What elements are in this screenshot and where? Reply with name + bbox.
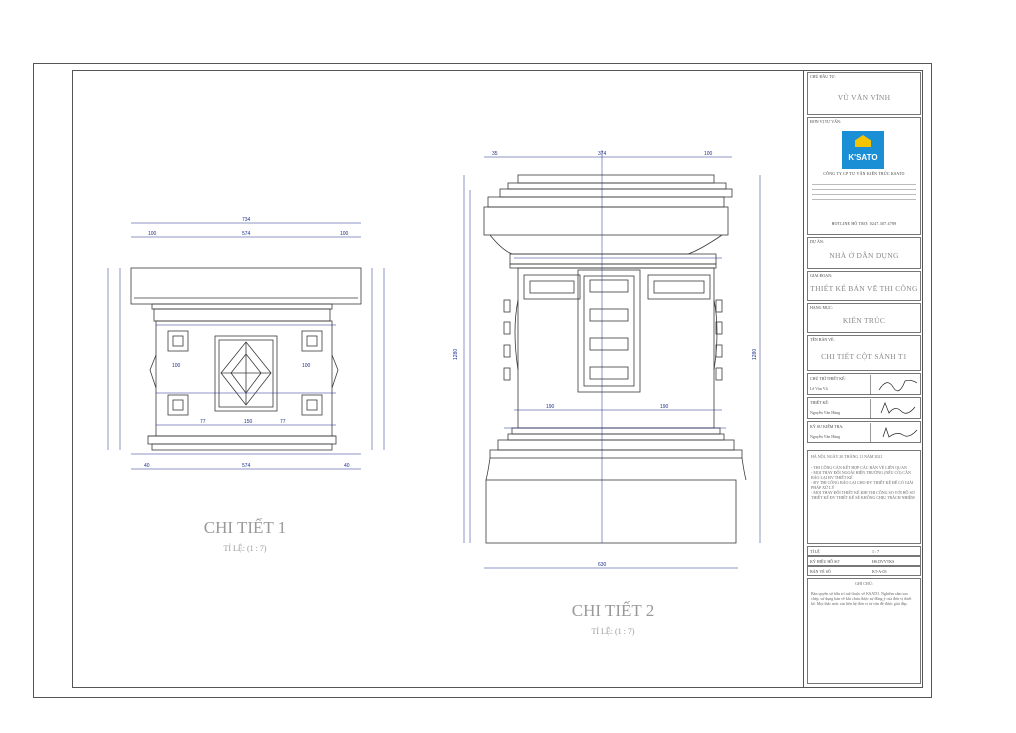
svg-text:190: 190 xyxy=(660,404,669,410)
svg-text:35: 35 xyxy=(492,151,498,157)
dimension-labels: 734 100 574 100 574 40 40 100 100 150 77 77 374… xyxy=(144,151,758,568)
detail-2-scale: TỈ LỆ: (1 : 7) xyxy=(591,627,635,636)
signature-image xyxy=(870,399,916,418)
design-unit-label: ĐƠN VỊ TƯ VẤN: xyxy=(810,119,841,124)
svg-text:1280: 1280 xyxy=(752,349,758,360)
svg-text:574: 574 xyxy=(242,231,251,237)
owner-cell: CHỦ ĐẦU TƯ: VŨ VĂN VĨNH xyxy=(807,72,921,115)
company-name: CÔNG TY CP TƯ VẤN KIẾN TRÚC KSATO xyxy=(823,172,905,176)
signature-row: KỸ SƯ KIỂM TRA: Nguyễn Văn Hùng xyxy=(807,421,921,443)
svg-text:150: 150 xyxy=(244,419,253,425)
svg-text:100: 100 xyxy=(704,151,713,157)
svg-text:100: 100 xyxy=(172,363,181,369)
svg-text:40: 40 xyxy=(144,463,150,469)
hotline: HOTLINE HỖ TRỢ: 0247.307.4789 xyxy=(831,222,897,226)
design-unit-cell: ĐƠN VỊ TƯ VẤN: K'SATO CÔNG TY CP TƯ VẤN … xyxy=(807,117,921,235)
drawing-no-row: KÝ HIỆU HỒ SƠ HS.DVVTKS xyxy=(807,556,921,566)
signature-row: THIẾT KẾ: Nguyễn Văn Hùng xyxy=(807,397,921,419)
detail-2-dimensions xyxy=(463,150,761,569)
phase-name: THIẾT KẾ BẢN VẼ THI CÔNG xyxy=(810,284,918,293)
signature-image xyxy=(870,375,918,394)
remarks-cell: GHI CHÚ: Bản quyền sở hữu trí tuệ thuộc … xyxy=(807,578,921,684)
detail-1-title: CHI TIẾT 1 xyxy=(203,518,287,537)
signature-image xyxy=(870,423,918,442)
remarks-label: GHI CHÚ: xyxy=(855,581,873,586)
company-address-lines xyxy=(812,180,916,210)
remarks-text: Bản quyền sở hữu trí tuệ thuộc về KSATO.… xyxy=(811,591,912,606)
owner-name: VŨ VĂN VĨNH xyxy=(837,93,891,102)
detail-2-elevation xyxy=(483,174,747,544)
drawing-name: CHI TIẾT CỘT SẢNH T1 xyxy=(821,352,907,361)
note-item: - THI CÔNG CĂN KẾT HỢP CÁC BẢN VẼ LIÊN Q… xyxy=(811,465,907,470)
svg-text:77: 77 xyxy=(200,419,206,425)
project-cell: DỰ ÁN: NHÀ Ở DÂN DỤNG xyxy=(807,237,921,269)
category-label: HẠNG MỤC: xyxy=(810,305,833,310)
note-item: - MỌI THAY ĐỔI NGOÀI HIỆN TRƯỜNG (NẾU CÓ… xyxy=(811,470,911,480)
drawing-canvas: 734 100 574 100 574 40 40 100 100 150 77 77 374… xyxy=(107,150,761,569)
drawing-name-cell: TÊN BẢN VẼ: CHI TIẾT CỘT SẢNH T1 xyxy=(807,335,921,371)
sheet-row: BẢN VẼ SỐ KT-A-03 xyxy=(807,566,921,576)
owner-label: CHỦ ĐẦU TƯ: xyxy=(810,74,836,79)
company-logo: K'SATO xyxy=(842,131,884,169)
project-name: NHÀ Ở DÂN DỤNG xyxy=(829,251,899,260)
svg-text:77: 77 xyxy=(280,419,286,425)
svg-text:100: 100 xyxy=(148,231,157,237)
notes-list: - THI CÔNG CĂN KẾT HỢP CÁC BẢN VẼ LIÊN Q… xyxy=(811,465,917,500)
svg-text:1280: 1280 xyxy=(453,349,459,360)
scale-row: TỈ LỆ 1 : 7 xyxy=(807,546,921,556)
signature-row: CHỦ TRÌ THIẾT KẾ: Lê Văn Vũ xyxy=(807,373,921,395)
drawing-sheet xyxy=(33,63,932,698)
svg-text:40: 40 xyxy=(344,463,350,469)
project-label: DỰ ÁN: xyxy=(810,239,824,244)
svg-text:100: 100 xyxy=(340,231,349,237)
svg-text:100: 100 xyxy=(302,363,311,369)
note-item: - MỌI THAY ĐỔI THIẾT KẾ KHI THI CÔNG SO … xyxy=(811,490,915,500)
notes-cell: HÀ NỘI, NGÀY 20 THÁNG 11 NĂM 2021 - THI … xyxy=(807,450,921,544)
svg-text:630: 630 xyxy=(598,562,607,568)
date-text: HÀ NỘI, NGÀY 20 THÁNG 11 NĂM 2021 xyxy=(811,454,883,459)
svg-text:374: 374 xyxy=(598,151,607,157)
drawing-frame xyxy=(72,70,923,688)
phase-cell: GIAI ĐOẠN: THIẾT KẾ BẢN VẼ THI CÔNG xyxy=(807,271,921,301)
detail-1-dimensions xyxy=(107,222,385,470)
svg-text:734: 734 xyxy=(242,217,251,223)
note-item: - ĐV THI CÔNG BÁO LẠI CHO ĐV THIẾT KẾ ĐỂ… xyxy=(811,480,914,490)
category-cell: HẠNG MỤC: KIẾN TRÚC xyxy=(807,303,921,333)
drawing-name-label: TÊN BẢN VẼ: xyxy=(810,337,835,342)
detail-1-scale: TỈ LỆ: (1 : 7) xyxy=(223,544,267,553)
detail-2-title: CHI TIẾT 2 xyxy=(571,601,655,620)
category-name: KIẾN TRÚC xyxy=(842,316,886,325)
phase-label: GIAI ĐOẠN: xyxy=(810,273,833,278)
detail-1-elevation xyxy=(130,267,362,451)
svg-text:190: 190 xyxy=(546,404,555,410)
svg-text:574: 574 xyxy=(242,463,251,469)
title-block: CHỦ ĐẦU TƯ: VŨ VĂN VĨNH ĐƠN VỊ TƯ VẤN: K… xyxy=(803,70,923,688)
